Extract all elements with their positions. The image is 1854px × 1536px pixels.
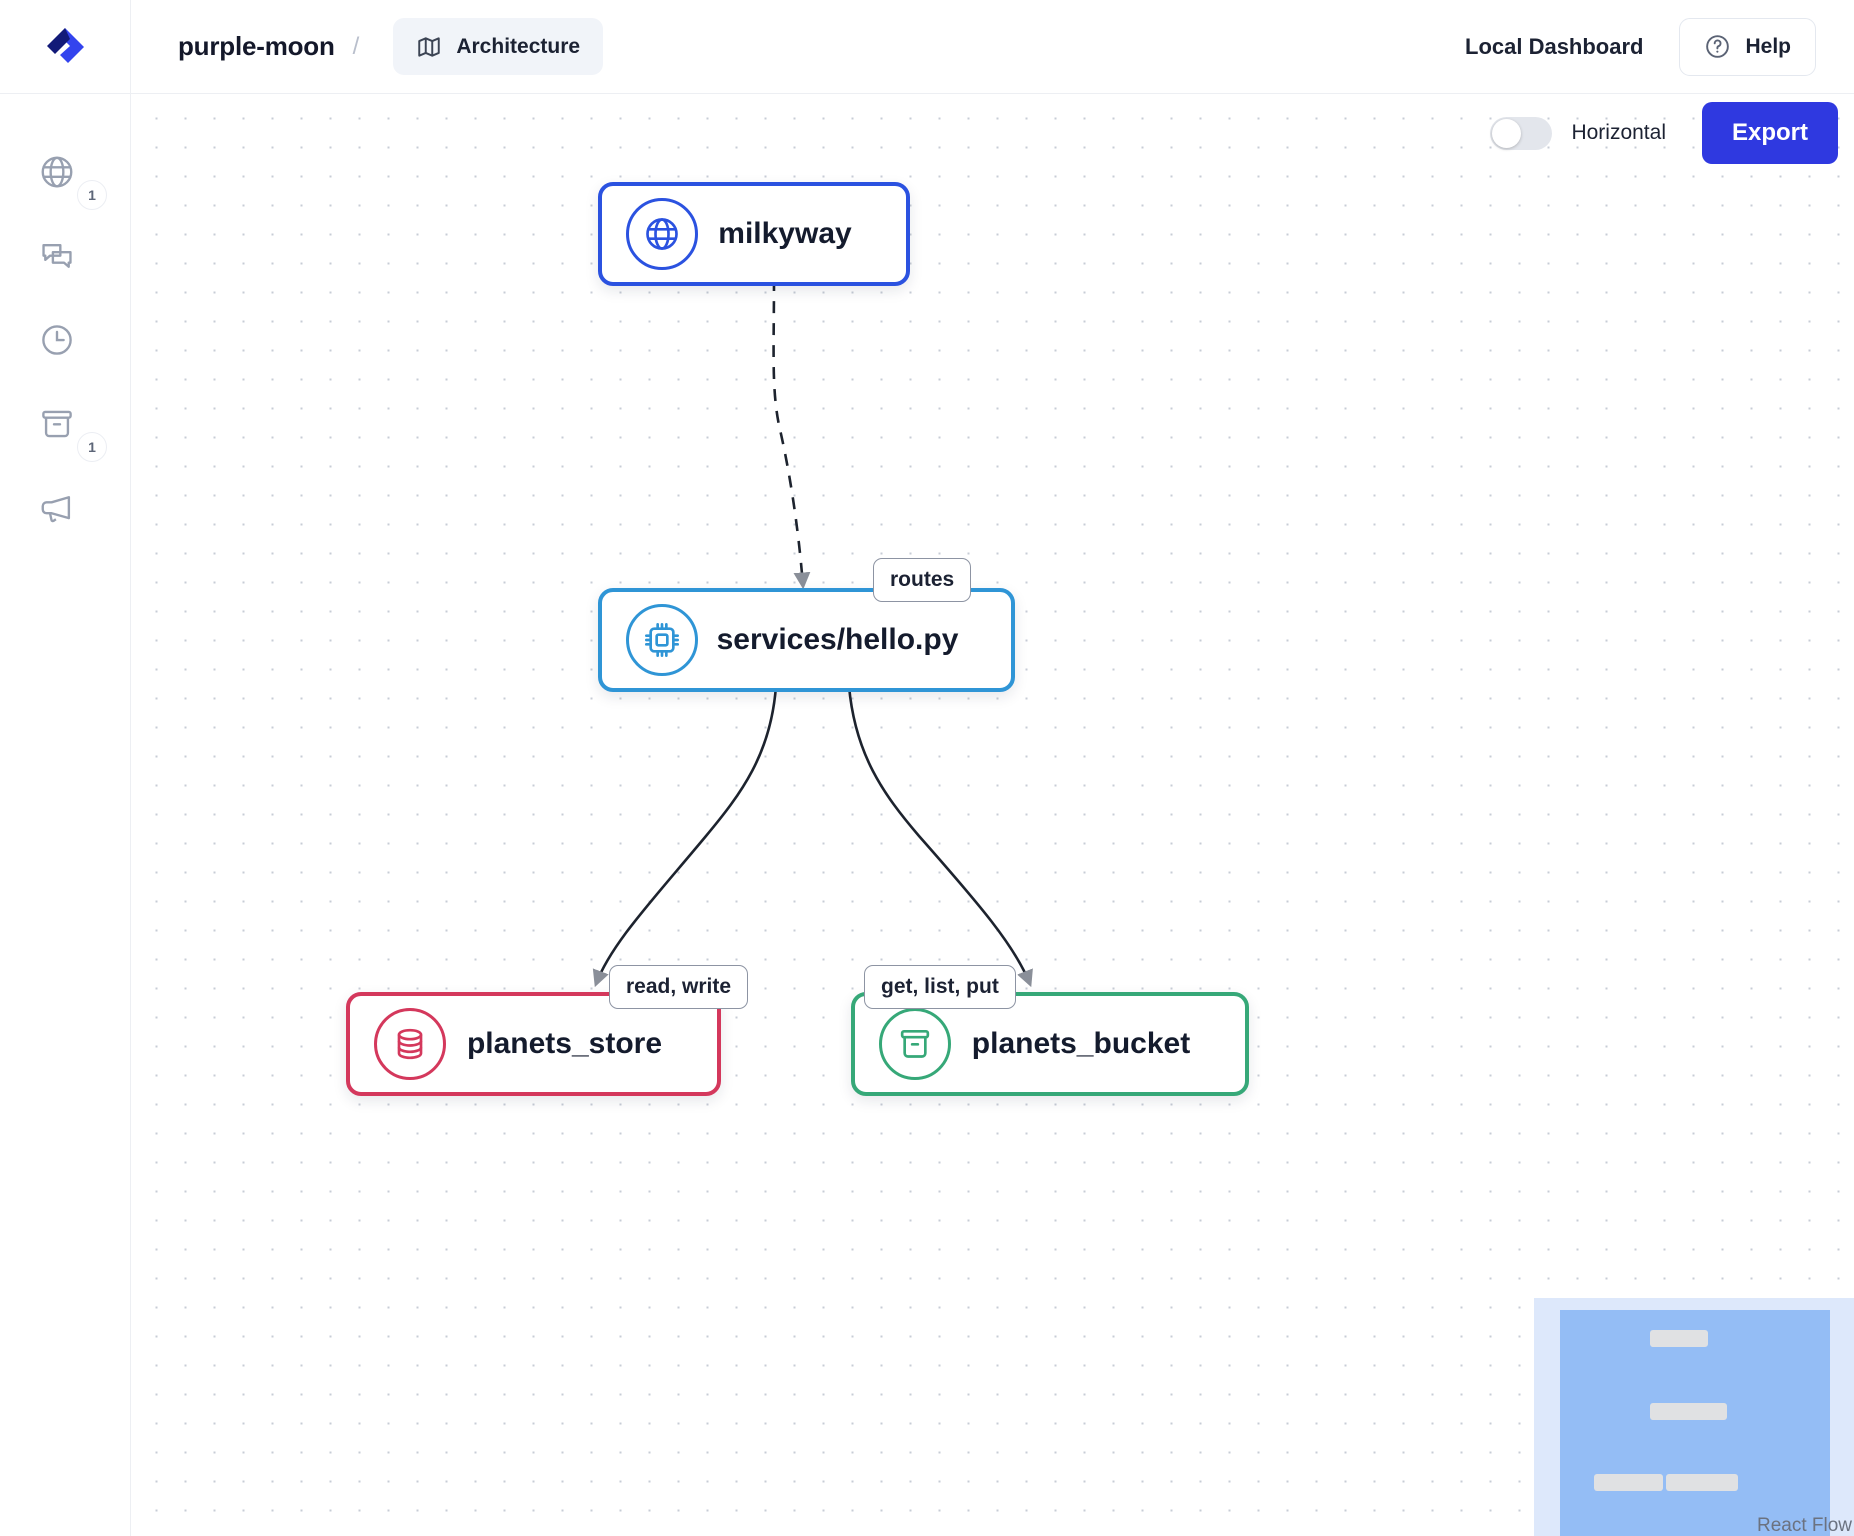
sidebar-item-events[interactable]	[0, 466, 130, 550]
node-service-icon-circle	[626, 604, 698, 676]
sidebar-badge-storage: 1	[77, 432, 107, 462]
megaphone-icon	[41, 496, 71, 523]
edge-label-read-write[interactable]: read, write	[609, 965, 749, 1009]
node-store-icon-circle	[374, 1008, 446, 1080]
graph-edges	[592, 278, 1033, 988]
node-milkyway[interactable]: milkyway	[598, 182, 910, 286]
minimap-node	[1594, 1474, 1663, 1491]
bucket-icon	[42, 410, 72, 438]
breadcrumb-separator: /	[352, 32, 360, 60]
architecture-canvas[interactable]: routes read, write get, list, put milkyw…	[131, 94, 1854, 1536]
sidebar-item-messages[interactable]	[0, 214, 130, 298]
tab-architecture-label: Architecture	[456, 34, 581, 58]
sidebar-item-storage[interactable]: 1	[0, 382, 130, 466]
node-bucket-label: planets_bucket	[971, 1027, 1191, 1060]
node-milkyway-label: milkyway	[718, 217, 852, 250]
left-sidebar: 1 1	[0, 94, 131, 1536]
canvas-toolbar: Horizontal Export	[1490, 102, 1854, 164]
chat-icon	[42, 244, 72, 268]
sidebar-item-history[interactable]	[0, 298, 130, 382]
toggle-knob	[1492, 118, 1522, 148]
horizontal-toggle-label: Horizontal	[1571, 121, 1666, 144]
sidebar-badge-endpoints: 1	[77, 180, 107, 210]
logo-container[interactable]	[0, 0, 131, 94]
node-services-hello-py[interactable]: services/hello.py	[598, 588, 1015, 692]
bucket-icon	[900, 1030, 930, 1058]
horizontal-toggle[interactable]	[1490, 116, 1553, 150]
edge-label-routes[interactable]: routes	[873, 558, 972, 602]
minimap[interactable]: React Flow	[1534, 1298, 1854, 1536]
local-dashboard-label: Local Dashboard	[1465, 33, 1644, 59]
app-logo-icon	[47, 27, 84, 63]
database-icon	[397, 1028, 423, 1060]
minimap-node	[1650, 1330, 1708, 1347]
export-button[interactable]: Export	[1701, 102, 1838, 164]
sidebar-item-endpoints[interactable]: 1	[0, 130, 130, 214]
node-bucket-icon-circle	[879, 1008, 951, 1080]
minimap-node	[1666, 1474, 1738, 1491]
react-flow-attribution[interactable]: React Flow	[1756, 1515, 1852, 1536]
map-icon	[418, 36, 441, 57]
breadcrumb-project[interactable]: purple-moon	[178, 31, 335, 61]
node-planets-bucket[interactable]: planets_bucket	[851, 992, 1249, 1096]
edge-label-get-list-put[interactable]: get, list, put	[864, 965, 1016, 1009]
edge-service-bucket	[847, 685, 1033, 988]
node-milkyway-icon-circle	[626, 198, 698, 270]
app-header: purple-moon / Architecture Local Dashboa…	[0, 0, 1854, 94]
edge-service-store	[592, 685, 778, 988]
node-planets-store[interactable]: planets_store	[346, 992, 721, 1096]
clock-icon	[42, 325, 72, 355]
globe-icon	[41, 156, 73, 188]
node-service-label: services/hello.py	[716, 623, 959, 656]
tab-architecture[interactable]: Architecture	[393, 18, 604, 75]
question-circle-icon	[1706, 35, 1730, 58]
chip-icon	[645, 623, 679, 657]
help-button[interactable]: Help	[1679, 17, 1816, 76]
minimap-viewport	[1560, 1310, 1830, 1536]
header-actions: Local Dashboard Help	[1465, 17, 1854, 76]
help-button-label: Help	[1745, 34, 1791, 58]
node-store-label: planets_store	[466, 1027, 663, 1060]
edge-milkyway-service	[772, 278, 811, 590]
minimap-node	[1650, 1403, 1727, 1420]
globe-icon	[646, 218, 678, 250]
